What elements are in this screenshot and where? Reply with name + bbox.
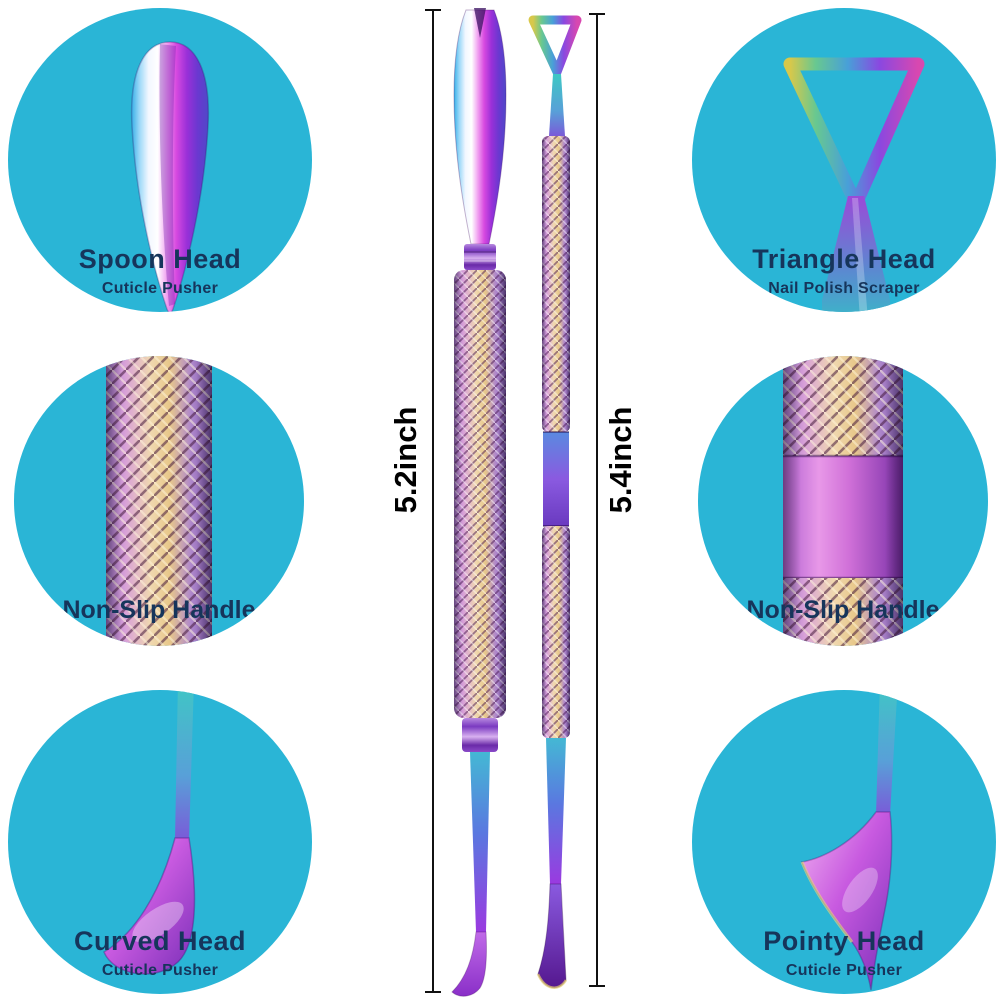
callout-title: Non-Slip Handle bbox=[746, 596, 940, 624]
callout-subtitle: Cuticle Pusher bbox=[101, 962, 219, 979]
pointy-head-zoom bbox=[800, 690, 898, 991]
callout-nonslip-handle-right: Non-Slip Handle bbox=[698, 356, 988, 646]
callout-subtitle: Cuticle Pusher bbox=[101, 280, 219, 297]
callout-title: Pointy Head bbox=[763, 926, 925, 956]
nonslip-handle-zoom bbox=[783, 356, 903, 646]
callout-title: Curved Head bbox=[73, 926, 247, 956]
left-tool-photo bbox=[451, 8, 507, 997]
triangle-head-zoom bbox=[783, 57, 925, 312]
left-tool-length-label: 5.2inch bbox=[388, 406, 423, 514]
callout-spoon-head: Spoon Head Cuticle Pusher bbox=[8, 8, 312, 312]
callout-subtitle: Cuticle Pusher bbox=[785, 962, 903, 979]
callout-nonslip-handle-left: Non-Slip Handle bbox=[14, 356, 304, 646]
nonslip-handle-zoom bbox=[106, 356, 212, 646]
right-tool-photo bbox=[528, 15, 582, 989]
callout-curved-head: Curved Head Cuticle Pusher bbox=[8, 690, 312, 994]
callout-pointy-head: Pointy Head Cuticle Pusher bbox=[692, 690, 996, 994]
left-measure-line bbox=[425, 9, 441, 993]
callout-subtitle: Nail Polish Scraper bbox=[768, 280, 920, 297]
callout-title: Triangle Head bbox=[752, 244, 936, 274]
spoon-head-zoom bbox=[130, 41, 210, 312]
callout-title: Spoon Head bbox=[78, 244, 242, 274]
curved-head-zoom bbox=[103, 690, 196, 975]
callout-triangle-head: Triangle Head Nail Polish Scraper bbox=[692, 8, 996, 312]
right-tool-length-label: 5.4inch bbox=[603, 406, 638, 514]
callout-title: Non-Slip Handle bbox=[62, 596, 256, 624]
right-measure-line bbox=[589, 13, 605, 987]
